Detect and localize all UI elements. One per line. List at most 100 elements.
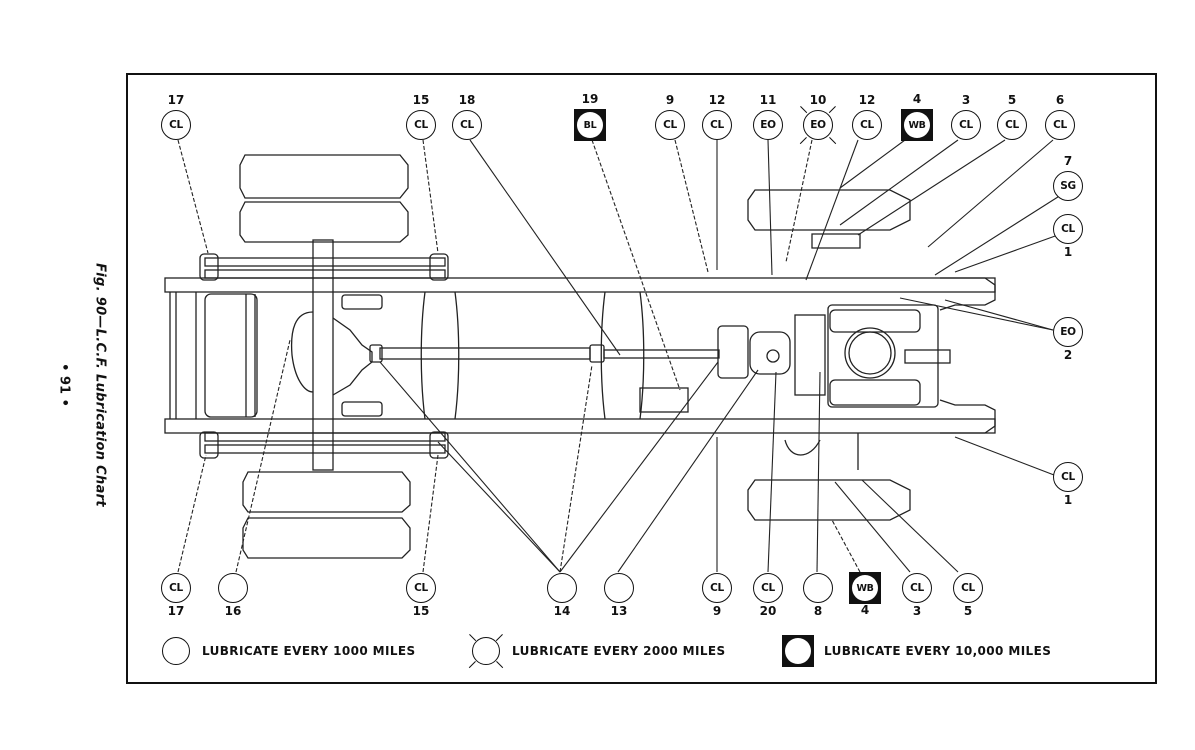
callout-4-wb-top[interactable]: 4 WB <box>901 92 933 141</box>
callout-7-sg[interactable]: 7 SG <box>1053 154 1083 201</box>
rear-wheel-top-inner <box>239 201 409 243</box>
callout-16[interactable]: 16 <box>218 573 248 618</box>
callout-10-eo[interactable]: 10 EO <box>799 93 837 145</box>
callout-19-bl[interactable]: 19 BL <box>574 92 606 141</box>
callout-number: 5 <box>1007 93 1017 107</box>
legend-label: LUBRICATE EVERY 2000 MILES <box>512 644 726 658</box>
callout-code: EO <box>1053 317 1083 347</box>
callout-code: WB <box>852 575 878 601</box>
callout-number: 3 <box>961 93 971 107</box>
callout-code: CL <box>655 110 685 140</box>
callout-number: 5 <box>963 604 973 618</box>
frame-rail-bottom <box>164 418 996 434</box>
callout-code: CL <box>452 110 482 140</box>
callout-number: 15 <box>412 93 430 107</box>
brake-cylinder <box>639 387 689 413</box>
callout-5-cl-top[interactable]: 5 CL <box>997 93 1027 140</box>
callout-number: 17 <box>167 604 185 618</box>
front-wheel-top <box>747 189 911 231</box>
callout-code: SG <box>1053 171 1083 201</box>
legend-item-1000-miles: LUBRICATE EVERY 1000 MILES <box>160 634 416 668</box>
callout-code: CL <box>953 573 983 603</box>
callout-number: 12 <box>858 93 876 107</box>
callout-number: 12 <box>708 93 726 107</box>
callout-9-cl-top[interactable]: 9 CL <box>655 93 685 140</box>
callout-11-eo[interactable]: 11 EO <box>753 93 783 140</box>
callout-number: 15 <box>412 604 430 618</box>
callout-number: 19 <box>581 92 599 106</box>
bellhousing <box>794 314 826 396</box>
leader-lines <box>177 139 1062 573</box>
callout-number: 16 <box>224 604 242 618</box>
callout-code: CL <box>702 573 732 603</box>
callout-number: 3 <box>912 604 922 618</box>
callout-number: 17 <box>167 93 185 107</box>
callout-code <box>218 573 248 603</box>
rear-wheel-bottom-inner <box>242 471 411 513</box>
callout-code: CL <box>702 110 732 140</box>
callout-number: 9 <box>665 93 675 107</box>
callout-code <box>604 573 634 603</box>
callout-code: WB <box>904 112 930 138</box>
callout-18-cl[interactable]: 18 CL <box>452 93 482 140</box>
callout-code: CL <box>1053 214 1083 244</box>
callout-17-cl-bottom[interactable]: 17 CL <box>161 573 191 618</box>
legend-label: LUBRICATE EVERY 1000 MILES <box>202 644 416 658</box>
callout-code: CL <box>406 110 436 140</box>
callout-code: CL <box>1045 110 1075 140</box>
propeller-shaft <box>379 347 591 360</box>
callout-number: 20 <box>759 604 777 618</box>
callout-number: 18 <box>458 93 476 107</box>
callout-3-cl-bottom[interactable]: 3 CL <box>902 573 932 618</box>
callout-code: CL <box>406 573 436 603</box>
callout-number: 4 <box>860 603 870 617</box>
rear-axle <box>312 239 334 471</box>
callout-number: 2 <box>1063 348 1073 362</box>
callout-number: 14 <box>553 604 571 618</box>
callout-3-cl-top[interactable]: 3 CL <box>951 93 981 140</box>
callout-code: CL <box>161 573 191 603</box>
front-wheel-bottom <box>747 479 911 521</box>
legend-label: LUBRICATE EVERY 10,000 MILES <box>824 644 1052 658</box>
callout-1-cl-lower[interactable]: 1 CL <box>1053 462 1083 507</box>
callout-2-eo[interactable]: 2 EO <box>1053 317 1083 362</box>
callout-code: CL <box>902 573 932 603</box>
callout-1-cl-upper[interactable]: 1 CL <box>1053 214 1083 259</box>
callout-9-cl-bottom[interactable]: 9 CL <box>702 573 732 618</box>
callout-14[interactable]: 14 <box>547 573 577 618</box>
callout-13[interactable]: 13 <box>604 573 634 618</box>
chassis-outline <box>164 154 996 559</box>
callout-12-cl-b[interactable]: 12 CL <box>852 93 882 140</box>
figure-frame <box>126 73 1157 684</box>
callout-15-cl-top[interactable]: 15 CL <box>406 93 436 140</box>
plain-circle-icon <box>160 635 192 667</box>
callout-4-wb-bottom[interactable]: 4 WB <box>849 572 881 617</box>
differential-cover <box>290 311 314 393</box>
callout-code: CL <box>951 110 981 140</box>
callout-8[interactable]: 8 <box>803 573 833 618</box>
transmission <box>717 325 749 379</box>
callout-12-cl-a[interactable]: 12 CL <box>702 93 732 140</box>
callout-number: 13 <box>610 604 628 618</box>
air-cleaner <box>844 327 896 379</box>
callout-number: 7 <box>1063 154 1073 168</box>
crossed-circle-icon <box>468 634 504 669</box>
callout-number: 1 <box>1063 493 1073 507</box>
boxed-circle-icon <box>782 635 814 667</box>
callout-number: 11 <box>759 93 777 107</box>
callout-code <box>803 573 833 603</box>
callout-17-cl-top[interactable]: 17 CL <box>161 93 191 140</box>
callout-15-cl-bottom[interactable]: 15 CL <box>406 573 436 618</box>
frame-rail-top <box>164 277 996 293</box>
callout-6-cl[interactable]: 6 CL <box>1045 93 1075 140</box>
callout-5-cl-bottom[interactable]: 5 CL <box>953 573 983 618</box>
callout-code: CL <box>1053 462 1083 492</box>
legend-item-10000-miles: LUBRICATE EVERY 10,000 MILES <box>782 634 1051 668</box>
legend-item-2000-miles: LUBRICATE EVERY 2000 MILES <box>468 634 726 669</box>
callout-20-cl[interactable]: 20 CL <box>753 573 783 618</box>
rear-wheel-bottom-outer <box>242 517 411 559</box>
callout-code: EO <box>753 110 783 140</box>
callout-code: CL <box>852 110 882 140</box>
callout-code: EO <box>803 110 833 140</box>
